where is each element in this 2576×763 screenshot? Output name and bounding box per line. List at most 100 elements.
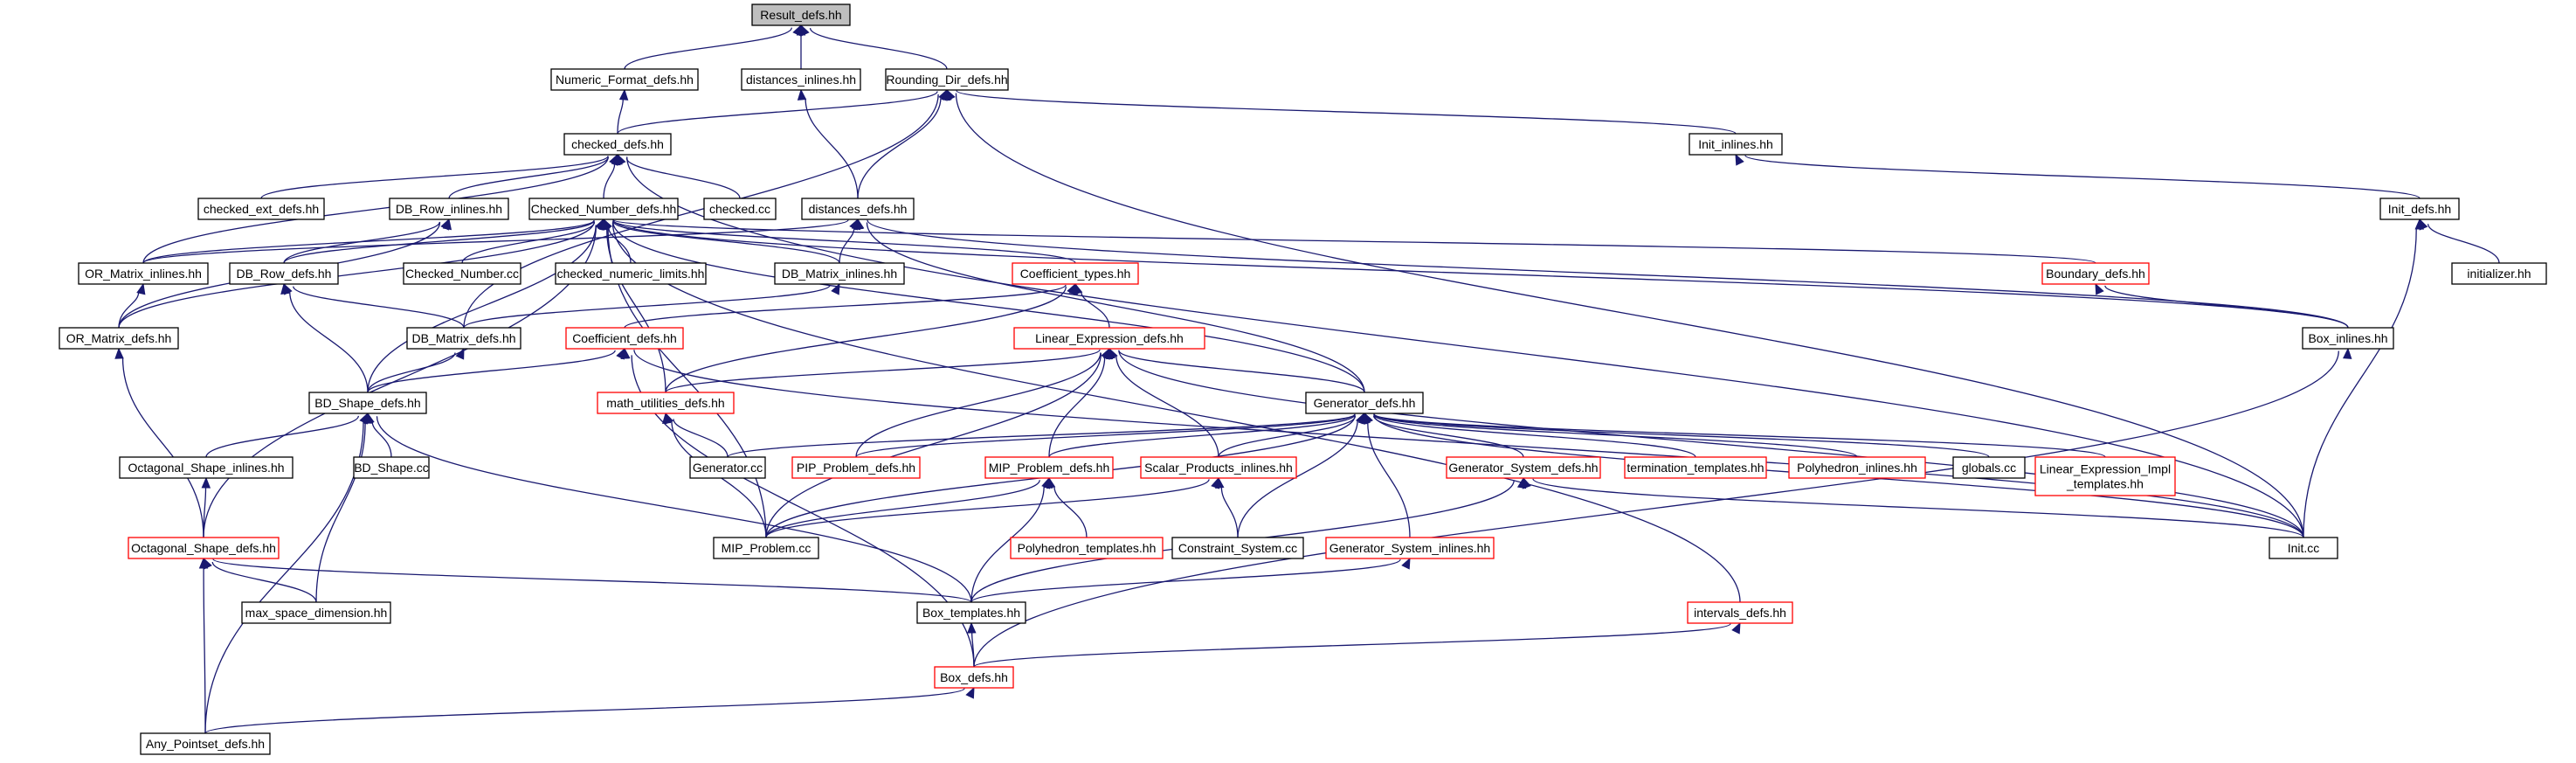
node-label-linexpr_impl: Linear_Expression_Impl xyxy=(2040,462,2171,476)
edge-coef_defs-to-coef_types xyxy=(624,284,1067,329)
node-dbm_inl[interactable]: DB_Matrix_inlines.hh xyxy=(774,262,905,285)
node-intervals[interactable]: intervals_defs.hh xyxy=(1687,601,1793,624)
node-cnum_cc[interactable]: Checked_Number.cc xyxy=(403,262,521,285)
arrowhead-intervals-to-cnum_defs xyxy=(599,218,609,230)
node-mip_defs[interactable]: MIP_Problem_defs.hh xyxy=(984,456,1114,479)
edge-cnum_defs-to-checked_defs xyxy=(603,163,616,199)
node-box_inl[interactable]: Box_inlines.hh xyxy=(2302,327,2394,350)
node-label-initializer: initializer.hh xyxy=(2467,267,2531,281)
arrowhead-init_defs-to-init_inl xyxy=(1735,153,1744,166)
arrowhead-box_tmpl-to-oct_defs xyxy=(203,557,212,570)
node-oct_defs[interactable]: Octagonal_Shape_defs.hh xyxy=(128,537,280,559)
node-box_tmpl[interactable]: Box_templates.hh xyxy=(916,601,1026,624)
node-linexpr[interactable]: Linear_Expression_defs.hh xyxy=(1013,327,1205,350)
edge-boundary-to-cnum_defs xyxy=(612,218,2096,264)
node-numeric[interactable]: Numeric_Format_defs.hh xyxy=(550,68,699,91)
edge-intervals-to-cnum_defs xyxy=(611,222,1741,603)
node-init_defs[interactable]: Init_defs.hh xyxy=(2379,198,2460,220)
node-label-dbrow_defs: DB_Row_defs.hh xyxy=(237,267,332,281)
node-gensys_defs[interactable]: Generator_System_defs.hh xyxy=(1446,456,1601,479)
edge-coef_types-to-cnum_defs xyxy=(612,219,1076,264)
node-label-poly_inl: Polyhedron_inlines.hh xyxy=(1797,461,1917,475)
node-label-oct_defs: Octagonal_Shape_defs.hh xyxy=(131,541,276,555)
node-dbrow_defs[interactable]: DB_Row_defs.hh xyxy=(229,262,339,285)
node-label-poly_tmpl: Polyhedron_templates.hh xyxy=(1018,541,1157,555)
node-cnl[interactable]: checked_numeric_limits.hh xyxy=(555,262,707,285)
node-box-dist_defs xyxy=(801,198,915,220)
node-bds_defs[interactable]: BD_Shape_defs.hh xyxy=(308,392,427,414)
edge-box_defs-to-intervals xyxy=(973,623,1731,668)
node-globals[interactable]: globals.cc xyxy=(1952,456,2026,479)
node-checked_ext[interactable]: checked_ext_defs.hh xyxy=(197,198,325,220)
node-label-dist_defs: distances_defs.hh xyxy=(809,202,908,216)
node-box-poly_inl xyxy=(1788,456,1926,479)
arrowhead-box_tmpl-to-gensys_inl xyxy=(1401,557,1411,570)
node-dbm_defs[interactable]: DB_Matrix_defs.hh xyxy=(406,327,521,350)
node-boundary[interactable]: Boundary_defs.hh xyxy=(2041,262,2150,285)
arrowhead-box_tmpl-to-bds_defs xyxy=(364,412,374,424)
node-label-coef_types: Coefficient_types.hh xyxy=(1020,267,1131,281)
node-init_cc[interactable]: Init.cc xyxy=(2269,537,2338,559)
node-checked_cc[interactable]: checked.cc xyxy=(703,198,777,220)
node-mathutil[interactable]: math_utilities_defs.hh xyxy=(597,392,735,414)
node-dist_inl[interactable]: distances_inlines.hh xyxy=(741,68,861,91)
edge-init_cc-to-init_defs xyxy=(2303,228,2417,538)
arrowhead-init_cc-to-init_defs xyxy=(2414,218,2424,230)
node-box-initializer xyxy=(2451,262,2547,285)
node-initializer[interactable]: initializer.hh xyxy=(2451,262,2547,285)
node-poly_tmpl[interactable]: Polyhedron_templates.hh xyxy=(1010,537,1164,559)
node-pip[interactable]: PIP_Problem_defs.hh xyxy=(791,456,921,479)
edge-maxsd-to-bds_defs xyxy=(315,422,366,603)
node-label-oct_inl: Octagonal_Shape_inlines.hh xyxy=(128,461,284,475)
node-linexpr_impl[interactable]: Linear_Expression_Impl_templates.hh xyxy=(2034,456,2176,496)
edge-checked_defs-to-rounding xyxy=(617,90,938,135)
node-or_inl[interactable]: OR_Matrix_inlines.hh xyxy=(78,262,209,285)
edge-oct_defs-to-or_defs xyxy=(121,357,204,538)
node-cnum_defs[interactable]: Checked_Number_defs.hh xyxy=(528,198,679,220)
node-dbrow_inl[interactable]: DB_Row_inlines.hh xyxy=(389,198,509,220)
node-oct_inl[interactable]: Octagonal_Shape_inlines.hh xyxy=(119,456,294,479)
node-gensys_inl[interactable]: Generator_System_inlines.hh xyxy=(1325,537,1495,559)
node-rounding[interactable]: Rounding_Dir_defs.hh xyxy=(885,68,1009,91)
edge-bds_defs-to-dbrow_defs xyxy=(289,291,369,393)
node-or_defs[interactable]: OR_Matrix_defs.hh xyxy=(59,327,179,350)
node-label-box_defs: Box_defs.hh xyxy=(940,670,1008,684)
edges-layer xyxy=(114,24,2500,734)
node-scalar[interactable]: Scalar_Products_inlines.hh xyxy=(1140,456,1297,479)
node-result[interactable]: Result_defs.hh xyxy=(751,3,851,26)
edge-poly_tmpl-to-mip_defs xyxy=(1053,486,1088,538)
node-coef_defs[interactable]: Coefficient_defs.hh xyxy=(565,327,684,350)
node-cs_cc[interactable]: Constraint_System.cc xyxy=(1171,537,1304,559)
node-mip_cc[interactable]: MIP_Problem.cc xyxy=(713,537,819,559)
node-box-checked_defs xyxy=(563,133,672,156)
arrowhead-mathutil-to-coef_types xyxy=(1068,282,1078,295)
node-label-box_tmpl: Box_templates.hh xyxy=(922,606,1020,620)
edge-mip_defs-to-gen_defs xyxy=(1048,413,1356,458)
node-coef_types[interactable]: Coefficient_types.hh xyxy=(1012,262,1139,285)
node-label-init_cc: Init.cc xyxy=(2288,541,2320,555)
edge-pip-to-gen_defs xyxy=(855,413,1356,458)
node-box_defs[interactable]: Box_defs.hh xyxy=(934,666,1014,689)
node-bds_cc[interactable]: BD_Shape.cc xyxy=(353,456,430,479)
node-box-dbm_inl xyxy=(774,262,905,285)
node-label-dbm_defs: DB_Matrix_defs.hh xyxy=(411,331,515,345)
node-poly_inl[interactable]: Polyhedron_inlines.hh xyxy=(1788,456,1926,479)
arrowhead-dbm_defs-to-rounding xyxy=(941,88,951,101)
edge-mip_cc-to-scalar xyxy=(765,479,1210,538)
edge-init_cc-to-coef_defs xyxy=(633,350,2304,538)
node-init_inl[interactable]: Init_inlines.hh xyxy=(1689,133,1783,156)
arrowhead-box_tmpl-to-gensys_defs xyxy=(1516,476,1527,489)
node-box-boundary xyxy=(2041,262,2150,285)
node-label-checked_ext: checked_ext_defs.hh xyxy=(204,202,319,216)
edge-mip_cc-to-mathutil xyxy=(671,420,767,538)
node-dist_defs[interactable]: distances_defs.hh xyxy=(801,198,915,220)
node-maxsd[interactable]: max_space_dimension.hh xyxy=(241,601,391,624)
edge-gen_cc-to-gen_defs xyxy=(727,413,1356,458)
node-anyps[interactable]: Any_Pointset_defs.hh xyxy=(140,732,271,755)
node-gen_defs[interactable]: Generator_defs.hh xyxy=(1305,392,1424,414)
node-gen_cc[interactable]: Generator.cc xyxy=(689,456,766,479)
node-label-coef_defs: Coefficient_defs.hh xyxy=(572,331,677,345)
node-term[interactable]: termination_templates.hh xyxy=(1624,456,1767,479)
node-label-numeric: Numeric_Format_defs.hh xyxy=(556,73,694,87)
node-checked_defs[interactable]: checked_defs.hh xyxy=(563,133,672,156)
